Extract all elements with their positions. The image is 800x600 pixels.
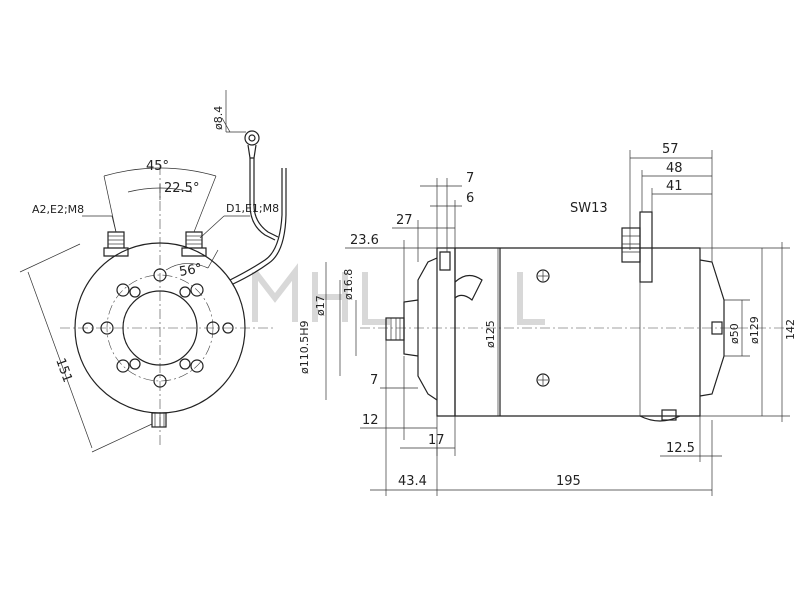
- dim-d125: ø125: [484, 320, 497, 348]
- dim-d27: 27: [396, 213, 413, 228]
- dim-d23-6: 23.6: [350, 233, 379, 248]
- dim-angle-56: 56°: [178, 261, 203, 280]
- dim-terminal-d1: D1,E1;M8: [226, 202, 279, 215]
- cable-lug: [229, 130, 287, 285]
- dim-d6: 6: [466, 191, 474, 206]
- end-flange: [403, 247, 456, 417]
- dim-d17: ø17: [314, 295, 327, 316]
- dim-d151: 151: [52, 356, 75, 384]
- dim-d195: 195: [556, 474, 581, 489]
- dim-d16-8: ø16.8: [342, 269, 355, 300]
- dim-d8-4: ø8.4: [212, 106, 225, 130]
- dim-d17-bot: 17: [428, 433, 445, 448]
- dim-angle-45: 45°: [146, 159, 169, 174]
- dim-d57: 57: [662, 142, 679, 157]
- terminal-block: [621, 211, 653, 283]
- bottom-stud: [151, 412, 167, 428]
- side-view: [325, 150, 790, 496]
- dim-d50: ø50: [728, 323, 741, 344]
- dim-d48: 48: [666, 161, 683, 176]
- dim-d12-5: 12.5: [666, 441, 695, 456]
- screw-bottom: [536, 373, 550, 387]
- dimension-lines: [325, 150, 790, 496]
- end-view: [19, 90, 287, 453]
- screw-top: [536, 269, 550, 283]
- dim-d7-bot: 7: [370, 373, 378, 388]
- dim-terminal-a2: A2,E2;M8: [32, 203, 84, 216]
- shaft: [385, 317, 405, 341]
- dim-d142: 142: [784, 319, 797, 340]
- dim-d110-5: ø110.5H9: [298, 321, 311, 375]
- dim-d43-4: 43.4: [398, 474, 427, 489]
- dim-d129: ø129: [748, 316, 761, 344]
- terminal-stud-right: [181, 231, 207, 257]
- dimension-labels: ø8.4 45° 22.5° A2,E2;M8 D1,E1;M8 56° 151…: [32, 106, 797, 489]
- watermark: [252, 263, 545, 325]
- dim-d7-top: 7: [466, 171, 474, 186]
- terminal-stud-left: [103, 231, 129, 257]
- dim-sw13: SW13: [570, 201, 608, 216]
- dim-angle-22-5: 22.5°: [164, 181, 199, 196]
- dim-d41: 41: [666, 179, 683, 194]
- dim-d12: 12: [362, 413, 379, 428]
- bolt-holes: [100, 268, 220, 388]
